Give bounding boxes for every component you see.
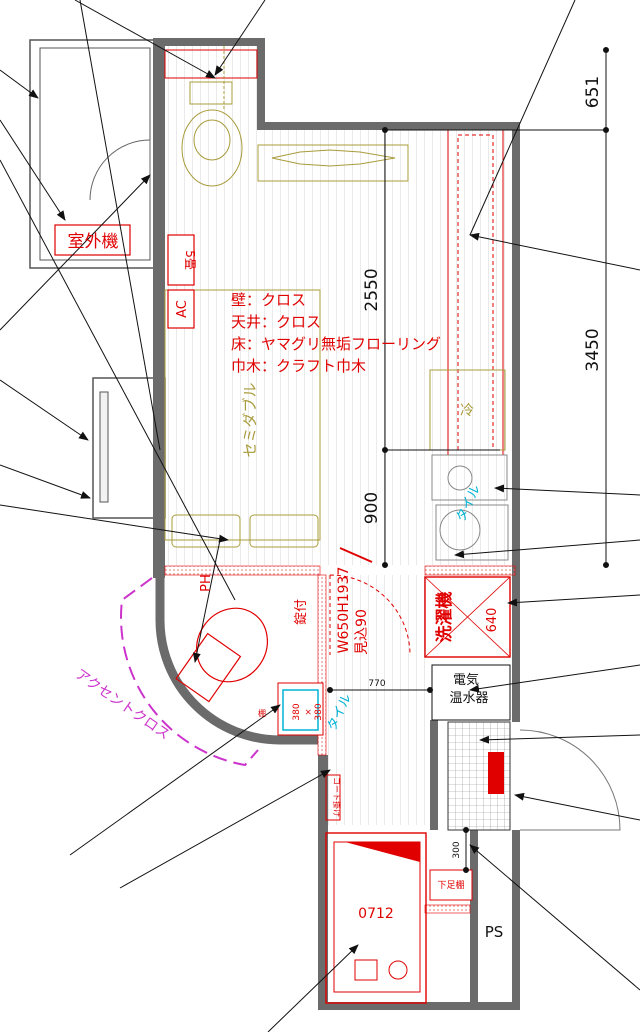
washer-label: 洗濯機 [434,592,455,643]
unit-bath-label: 0712 [358,906,394,922]
dimension-900: 900 [362,492,382,524]
niche [277,682,324,736]
dimension-770: 770 [368,679,385,689]
finish-note-baseboard: 巾木：クラフト巾木 [231,357,366,375]
lock-label: 錠付 [294,599,309,625]
niche-size-1: 380 [292,703,302,720]
unit-bath [325,832,427,1004]
door-spec-line2: 見込90 [354,609,370,655]
dimension-3450: 3450 [583,328,603,371]
bed-headboard [257,144,409,182]
coat-hook-label: コート掛け [332,777,342,817]
breaker-box [167,234,195,286]
fridge-label: 冷 [460,403,474,419]
accent-cloth-label: アクセントクロス [72,666,172,743]
ph-label: PH [199,574,214,592]
dimension-300: 300 [452,841,462,858]
floor-hatch [165,40,513,825]
coat-rail [325,774,341,821]
partition [164,565,516,914]
curved-wall [155,578,318,745]
ac-breaker-label: 5畳 [183,250,197,270]
walls [153,38,520,1010]
dimension-651: 651 [583,76,603,108]
shelf-label: 棚 [258,708,266,718]
finish-note-floor: 床：ヤマグリ無垢フローリング [231,335,441,353]
water-heater-label-2: 温水器 [449,691,488,706]
door-spec-line1: W650H1937 [336,567,352,654]
bed-label: セミダブル [241,382,259,457]
entry-mat [488,752,504,794]
finish-note-wall: 壁：クロス [231,291,306,309]
tile-box [282,689,319,731]
ps-label: PS [485,923,504,941]
outdoor-unit-box [54,224,131,256]
outdoor-unit-label: 室外機 [68,232,119,252]
ac-box [167,289,195,329]
accent-cloth-arc [120,577,259,767]
finish-note-ceiling: 天井：クロス [231,313,321,331]
washer-space [424,576,511,658]
dimension-lines [327,47,609,873]
niche-size-2: 380 [314,703,324,720]
room-door [329,574,411,656]
washer-size-label: 640 [485,608,500,633]
shoe-rack-label: 下足棚 [437,879,464,891]
niche-size-x: × [304,708,314,716]
water-heater-label-1: 電気 [453,672,479,688]
wc [175,607,268,703]
dimension-2550: 2550 [362,268,382,311]
ac-label: AC [175,300,190,318]
entry-door [519,729,621,831]
shoe-rack-box [429,869,473,901]
